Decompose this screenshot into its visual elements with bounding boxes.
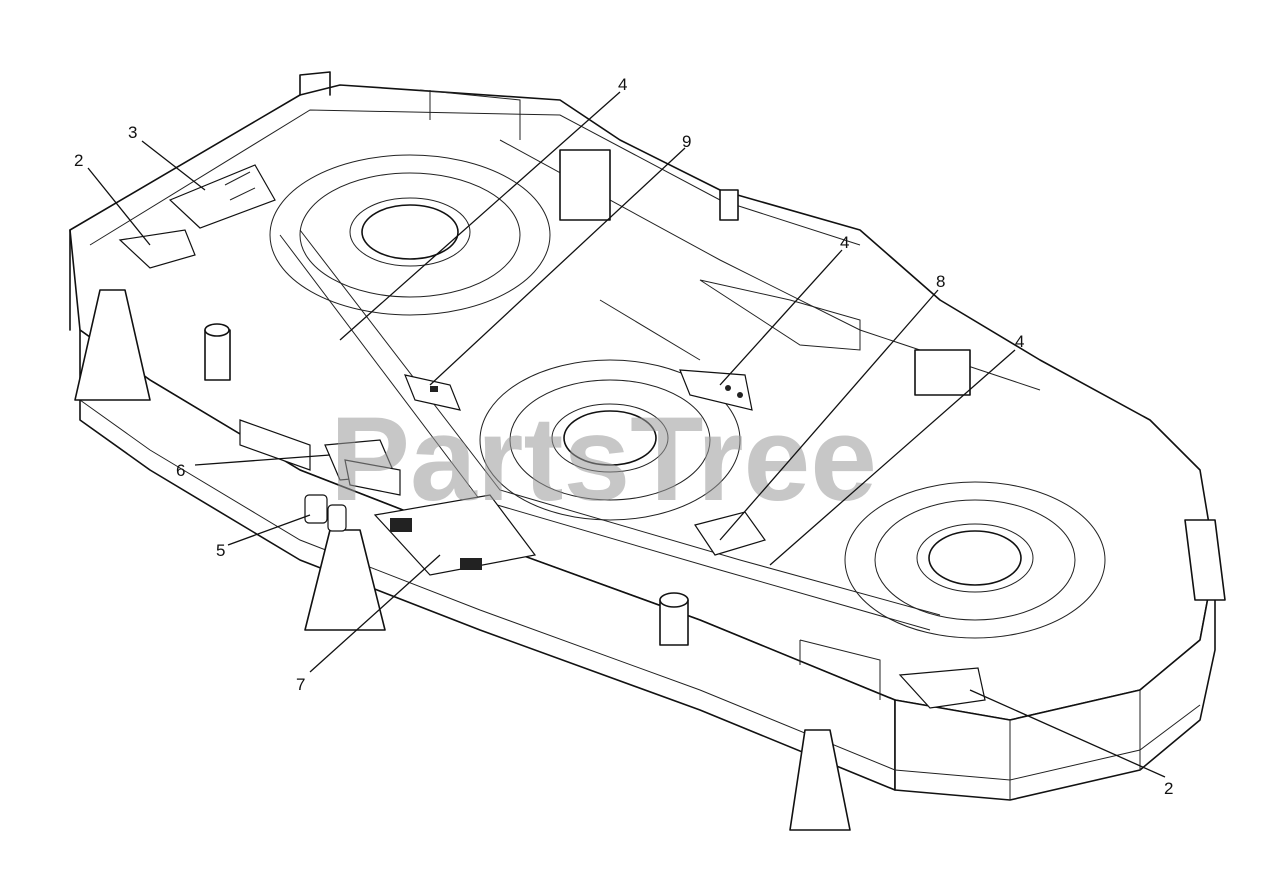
decal-5: [304, 494, 347, 532]
decal-6: [324, 439, 401, 496]
spindle-right: [844, 481, 1106, 639]
decal-3: [168, 164, 276, 229]
decal-4-center: [679, 369, 753, 411]
callout-6: 6: [176, 461, 185, 480]
deck-brackets: [74, 89, 1226, 831]
callout-9: 9: [682, 132, 691, 151]
callout-4-top: 4: [618, 75, 627, 94]
watermark-text: PartsTree: [330, 392, 877, 526]
callout-4-center: 4: [840, 233, 849, 252]
callout-5: 5: [216, 541, 225, 560]
callout-3: 3: [128, 123, 137, 142]
callout-4-right: 4: [1015, 332, 1024, 351]
decal-8: [694, 511, 766, 556]
decal-2-right: [898, 667, 986, 709]
leader-lines: [87, 91, 1166, 778]
decal-2-left: [118, 229, 196, 269]
decal-7: [373, 494, 537, 576]
callout-7: 7: [296, 675, 305, 694]
spindle-center: [479, 359, 741, 521]
spindle-left: [269, 154, 551, 316]
decal-9: [404, 374, 461, 411]
callout-2-left: 2: [74, 151, 83, 170]
callout-8: 8: [936, 272, 945, 291]
callouts: 2 3 4 9 4 8 4 6 5 7 2: [74, 75, 1173, 798]
callout-2-right: 2: [1164, 779, 1173, 798]
